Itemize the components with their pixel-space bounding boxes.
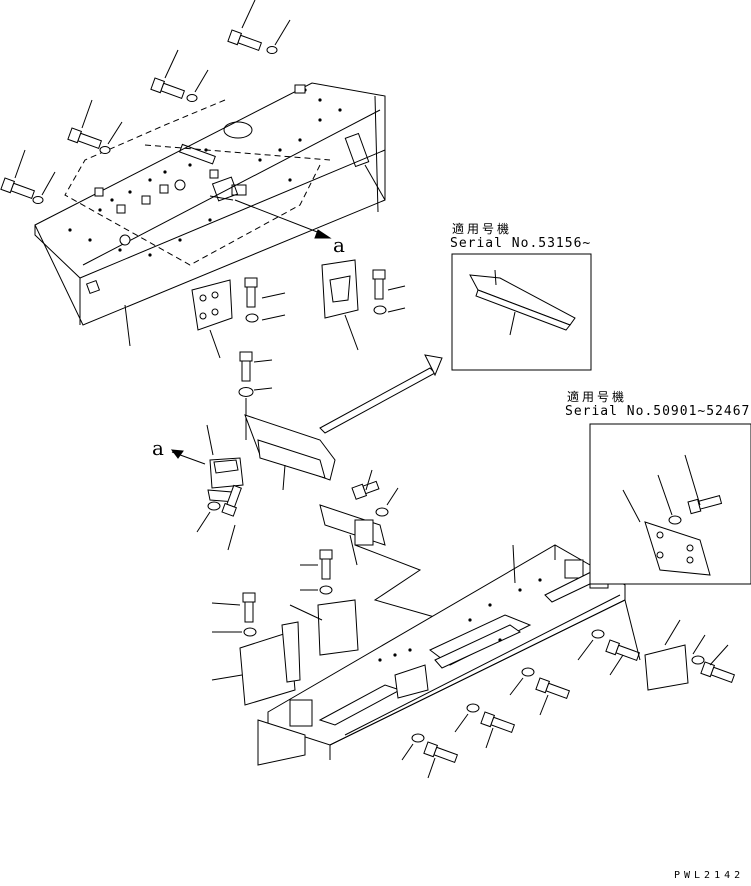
main-frame [257, 544, 626, 766]
mid-bracket [319, 469, 446, 621]
upper-floor-plate [34, 82, 386, 326]
inset-upper-serial: Serial No.53156~ [450, 236, 592, 251]
end-cover [624, 599, 736, 691]
inset-upper-box [451, 253, 592, 371]
left-mounts [211, 549, 359, 706]
top-bolts [0, 0, 386, 347]
view-letter-left: a [152, 436, 164, 460]
view-arrow-a-top [209, 195, 332, 239]
drawing-code: PWL2142 [674, 870, 745, 881]
inset-right-applicability: 適用号機 [567, 390, 628, 404]
center-mount [170, 351, 336, 551]
inset-right-box [589, 423, 751, 585]
inset-upper-applicability: 適用号機 [452, 222, 513, 236]
inset-arrow [319, 354, 443, 434]
upper-brackets [191, 259, 406, 359]
frame-bolts [401, 629, 641, 779]
view-letter-top: a [333, 233, 345, 257]
inset-right-serial: Serial No.50901~52467 [565, 404, 751, 419]
